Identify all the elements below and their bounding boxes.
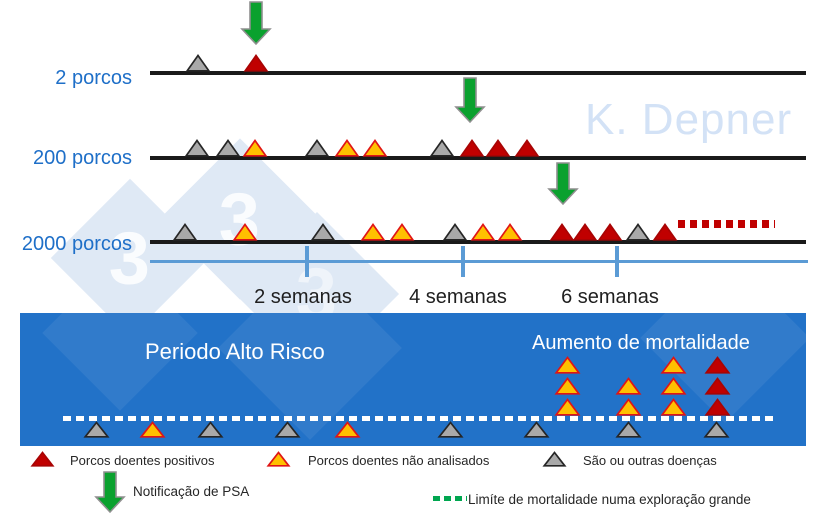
unanalyzed-pig-triangle: [334, 139, 360, 157]
unanalyzed-pig-triangle: [554, 398, 580, 416]
unanalyzed-pig-triangle: [470, 223, 496, 241]
row-label-2-pigs: 2 porcos: [55, 67, 132, 89]
unanalyzed-pig-triangle: [138, 421, 166, 438]
week-label-4: 4 semanas: [409, 286, 507, 308]
positive-pig-triangle: [549, 223, 575, 241]
week-label-2: 2 semanas: [254, 286, 352, 308]
positive-pig-triangle: [485, 139, 511, 157]
healthy-pig-triangle: [625, 223, 651, 241]
positive-pig-triangle: [572, 223, 598, 241]
ruler-tick-4-weeks: [461, 246, 465, 277]
healthy-pig-triangle: [273, 421, 301, 438]
ruler-tick-2-weeks: [305, 246, 309, 277]
healthy-pig-triangle: [522, 421, 550, 438]
mortality-increase-label: Aumento de mortalidade: [532, 332, 750, 354]
week-label-6: 6 semanas: [561, 286, 659, 308]
week-ruler: [150, 260, 808, 263]
healthy-pig-triangle: [304, 139, 330, 157]
unanalyzed-pig-triangle: [389, 223, 415, 241]
positive-pig-triangle: [704, 356, 730, 374]
healthy-pig-triangle: [541, 451, 567, 467]
legend-positive-label: Porcos doentes positivos: [70, 453, 215, 468]
row-label-2000-pigs: 2000 porcos: [21, 233, 132, 255]
ruler-tick-6-weeks: [615, 246, 619, 277]
mortality-limit-dotted-line: [678, 220, 775, 228]
healthy-pig-triangle: [82, 421, 110, 438]
psa-notification-arrow: [94, 471, 126, 514]
unanalyzed-pig-triangle: [497, 223, 523, 241]
healthy-pig-triangle: [185, 54, 211, 72]
psa-notification-label: Notificação de PSA: [133, 484, 250, 499]
unanalyzed-pig-triangle: [360, 223, 386, 241]
author-watermark: K. Depner: [585, 95, 793, 144]
positive-pig-triangle: [704, 377, 730, 395]
psa-notification-arrow: [240, 1, 272, 46]
positive-pig-triangle: [704, 398, 730, 416]
unanalyzed-pig-triangle: [660, 377, 686, 395]
unanalyzed-pig-triangle: [554, 356, 580, 374]
unanalyzed-pig-triangle: [265, 451, 291, 467]
healthy-pig-triangle: [310, 223, 336, 241]
unanalyzed-pig-triangle: [362, 139, 388, 157]
legend-unanalyzed-label: Porcos doentes não analisados: [308, 453, 490, 468]
healthy-pig-triangle: [702, 421, 730, 438]
healthy-pig-triangle: [196, 421, 224, 438]
unanalyzed-pig-triangle: [554, 377, 580, 395]
unanalyzed-pig-triangle: [615, 377, 641, 395]
healthy-pig-triangle: [614, 421, 642, 438]
legend-healthy-label: São ou outras doenças: [583, 453, 717, 468]
timeline-2000-pigs: [150, 240, 806, 244]
mortality-limit-label: Limíte de mortalidade numa exploração gr…: [468, 492, 751, 507]
timeline-200-pigs: [150, 156, 806, 160]
healthy-pig-triangle: [172, 223, 198, 241]
psa-notification-arrow: [454, 77, 486, 124]
mortality-limit-legend-dashes: [433, 496, 467, 501]
high-risk-period-title: Periodo Alto Risco: [145, 339, 325, 364]
healthy-pig-triangle: [436, 421, 464, 438]
mortality-baseline-dotted-line: [63, 416, 775, 421]
unanalyzed-pig-triangle: [660, 398, 686, 416]
unanalyzed-pig-triangle: [333, 421, 361, 438]
positive-pig-triangle: [514, 139, 540, 157]
psa-notification-arrow: [547, 162, 579, 206]
positive-pig-triangle: [243, 54, 269, 72]
unanalyzed-pig-triangle: [615, 398, 641, 416]
unanalyzed-pig-triangle: [660, 356, 686, 374]
positive-pig-triangle: [459, 139, 485, 157]
positive-pig-triangle: [597, 223, 623, 241]
timeline-2-pigs: [150, 71, 806, 75]
row-label-200-pigs: 200 porcos: [33, 147, 132, 169]
positive-pig-triangle: [652, 223, 678, 241]
positive-pig-triangle: [29, 451, 55, 467]
unanalyzed-pig-triangle: [232, 223, 258, 241]
healthy-pig-triangle: [215, 139, 241, 157]
healthy-pig-triangle: [442, 223, 468, 241]
healthy-pig-triangle: [184, 139, 210, 157]
healthy-pig-triangle: [429, 139, 455, 157]
unanalyzed-pig-triangle: [242, 139, 268, 157]
